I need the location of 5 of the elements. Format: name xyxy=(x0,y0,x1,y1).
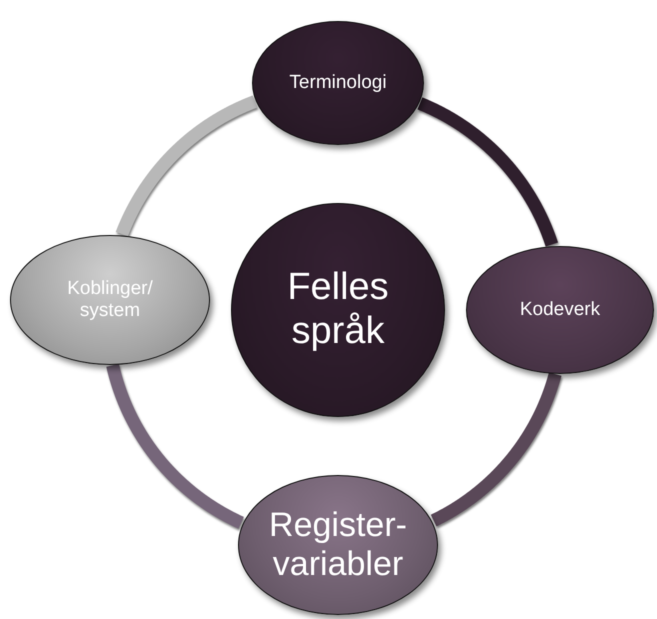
node-label: Terminologi xyxy=(289,72,387,94)
node-label: Felles språk xyxy=(286,266,390,354)
node-label: Register- variabler xyxy=(268,506,408,584)
node-label: Koblinger/ system xyxy=(66,278,154,322)
node-label: Kodeverk xyxy=(520,299,600,321)
